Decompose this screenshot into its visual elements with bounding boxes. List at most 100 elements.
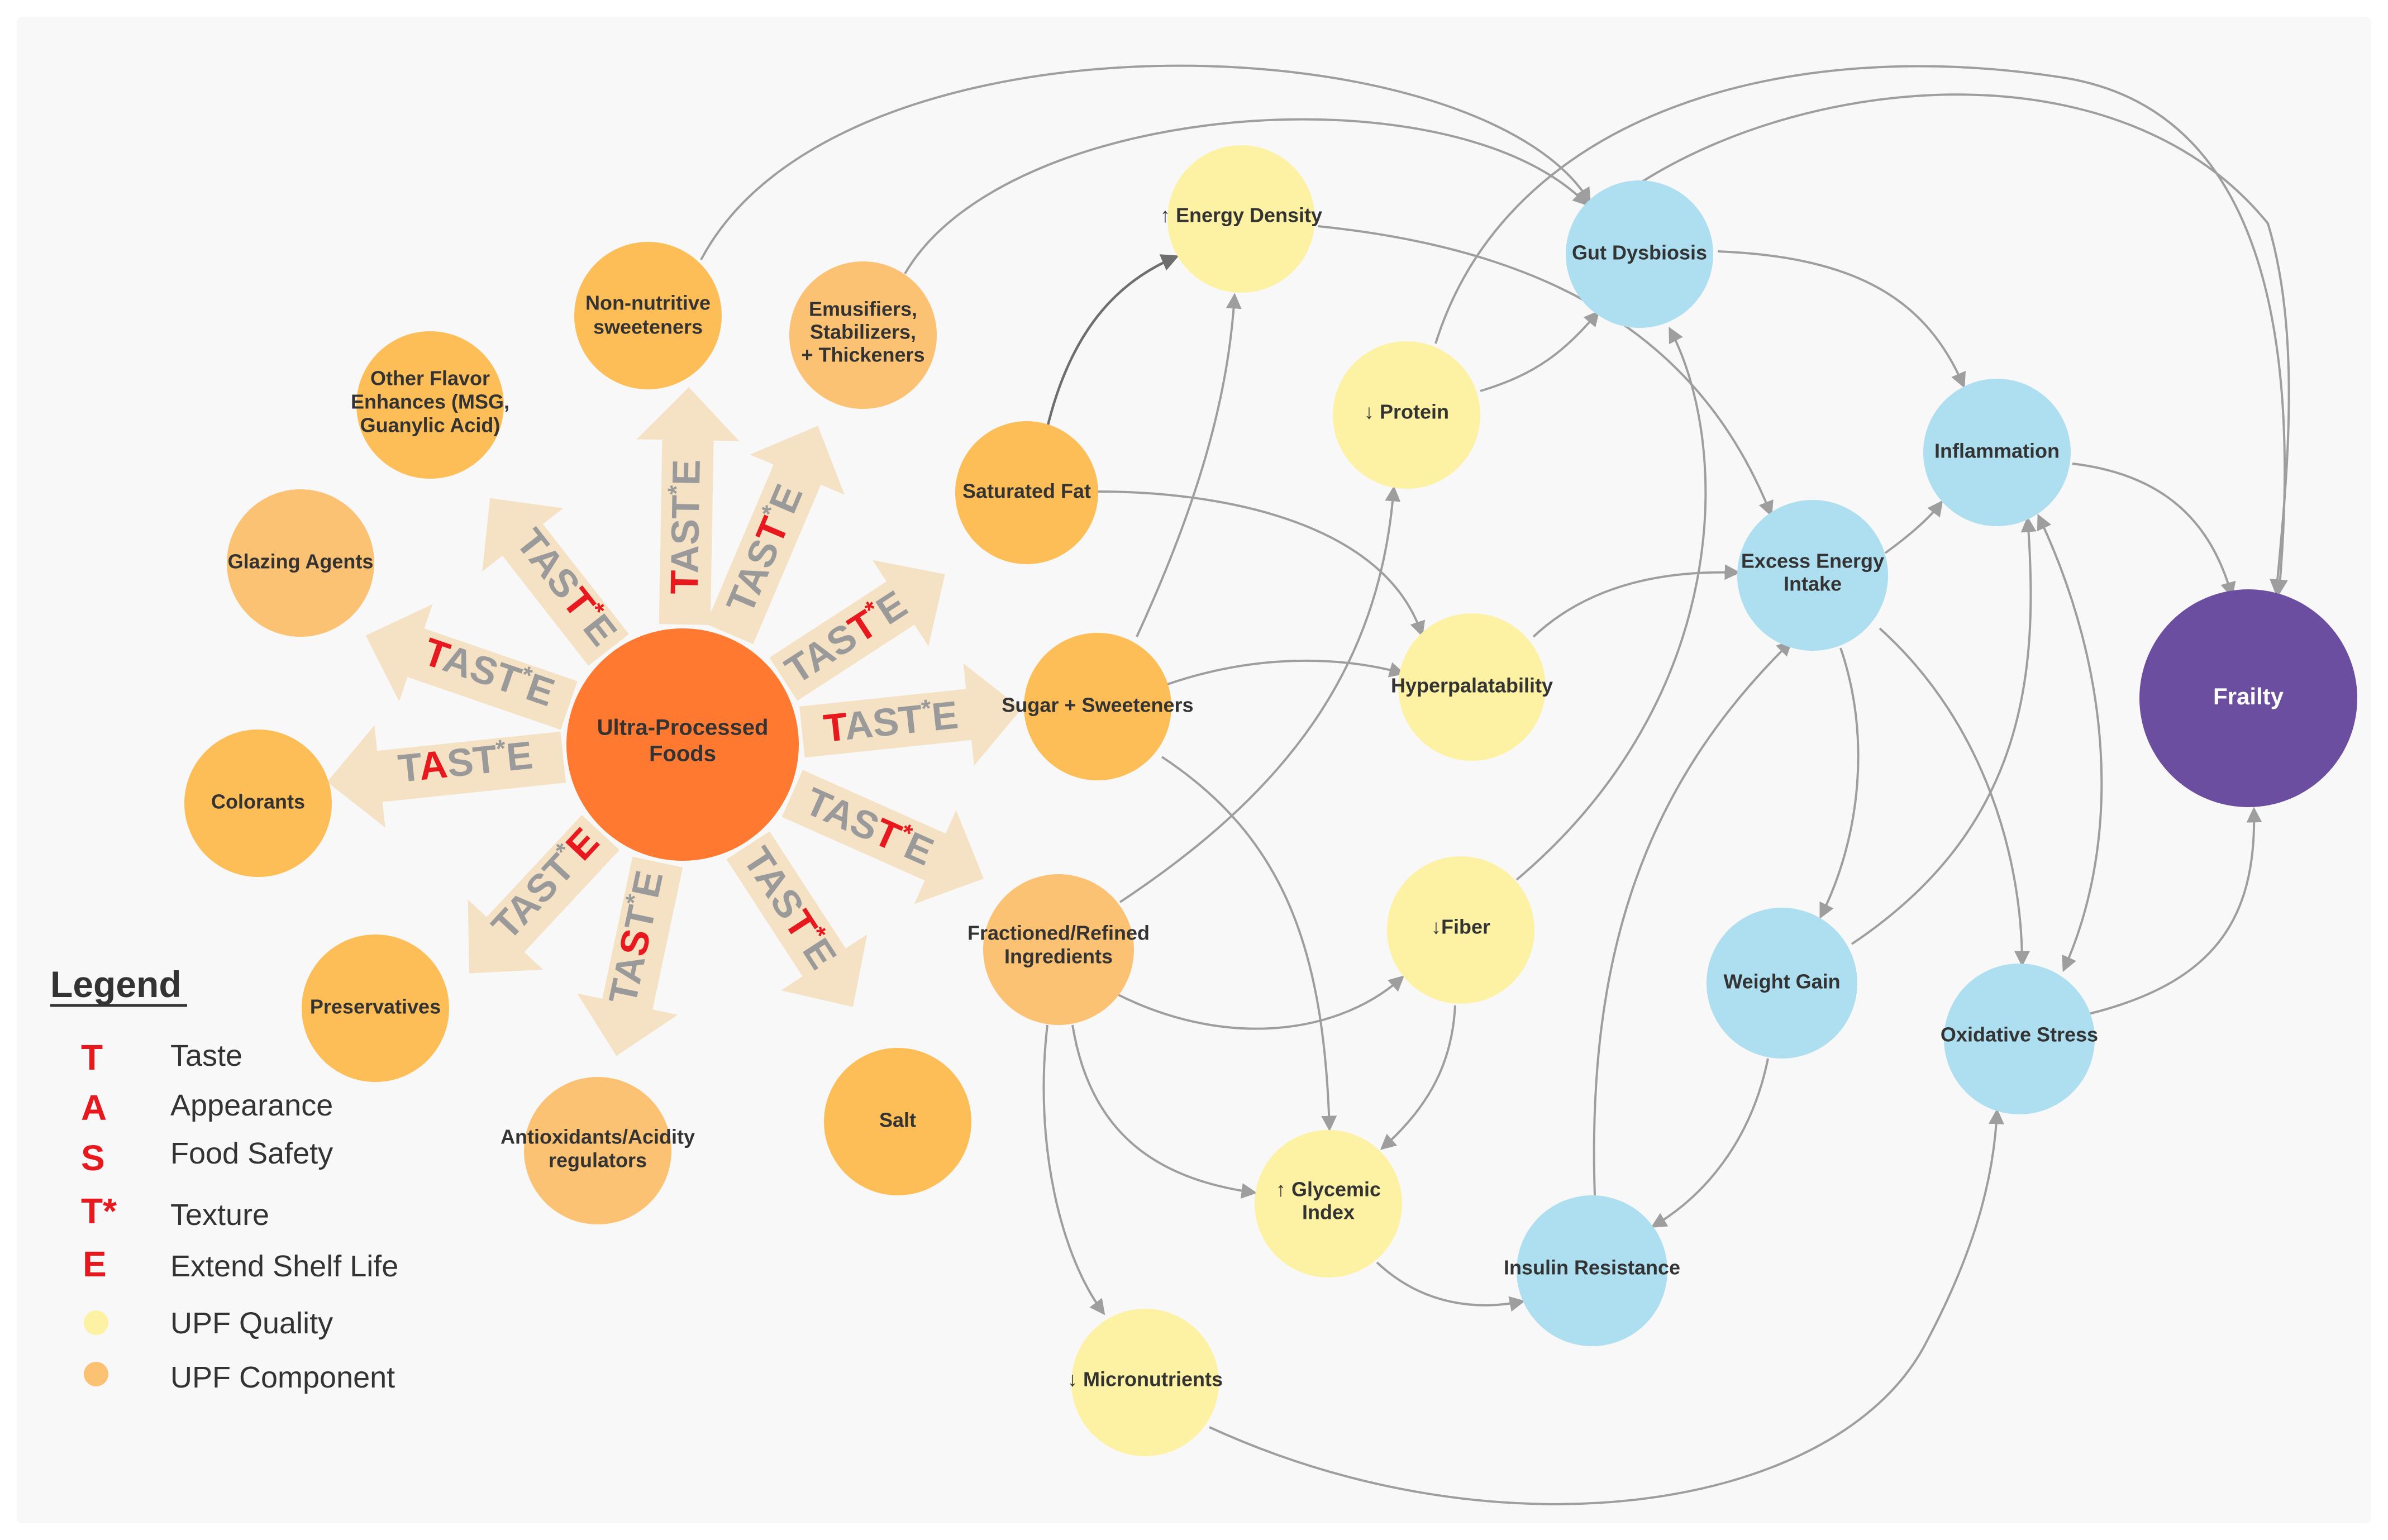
label-glycemic-1: ↑ Glycemic (1276, 1178, 1381, 1201)
legend-label-appearance: Appearance (170, 1089, 333, 1122)
label-inflammation: Inflammation (1934, 440, 2060, 463)
node-antioxidants[interactable]: Antioxidants/Acidity regulators (501, 1077, 695, 1224)
label-other-flavor-1: Other Flavor (370, 367, 490, 390)
node-insulin-resistance[interactable]: Insulin Resistance (1504, 1195, 1680, 1346)
node-micronutrients[interactable]: ↓ Micronutrients (1067, 1309, 1223, 1456)
taste-letter: * (494, 735, 507, 763)
label-colorants: Colorants (211, 790, 305, 813)
taste-letter: E (504, 733, 535, 779)
taste-letter: A (842, 702, 875, 748)
label-insulin: Insulin Resistance (1504, 1256, 1680, 1279)
taste-letter: T (664, 494, 708, 519)
label-preservatives: Preservatives (310, 995, 441, 1018)
node-glycemic-index[interactable]: ↑ Glycemic Index (1255, 1130, 1402, 1277)
legend-symbol-t: T (81, 1037, 103, 1077)
legend-symbol-t-star: T* (81, 1191, 117, 1231)
taste-label: TAST*E (418, 628, 560, 715)
label-other-flavor-2: Enhances (MSG, (351, 390, 509, 413)
label-glazing: Glazing Agents (228, 550, 374, 573)
taste-arrow-band (726, 831, 868, 1007)
edge-fract-fiber (1117, 975, 1405, 1030)
node-label-upf-1: Ultra-Processed (597, 716, 769, 740)
node-other-flavor[interactable]: Other Flavor Enhances (MSG, Guanylic Aci… (351, 331, 509, 479)
edges (700, 64, 2290, 1505)
node-salt[interactable]: Salt (824, 1048, 971, 1195)
taste-letter: S (664, 518, 708, 545)
legend-symbol-a: A (81, 1088, 107, 1128)
label-hyperpalatability: Hyperpalatability (1391, 674, 1553, 697)
taste-arrow: TAST*E (365, 604, 578, 730)
edge-weight-inflammation (1851, 516, 2037, 945)
node-fractioned-refined[interactable]: Fractioned/Refined Ingredients (967, 874, 1150, 1025)
node-preservatives[interactable]: Preservatives (302, 935, 449, 1082)
taste-arrow-band (636, 387, 740, 625)
node-weight-gain[interactable]: Weight Gain (1707, 908, 1857, 1059)
taste-letter: * (920, 694, 933, 723)
edge-fract-micro (1042, 1024, 1105, 1315)
label-salt: Salt (879, 1109, 916, 1132)
taste-arrow-band (577, 856, 683, 1056)
node-energy-density[interactable]: ↑ Energy Density (1160, 145, 1322, 293)
legend-label-component: UPF Component (170, 1361, 395, 1394)
node-saturated-fat[interactable]: Saturated Fat (955, 421, 1098, 564)
edge-hyper-excess (1532, 564, 1741, 638)
taste-arrow-band (327, 725, 566, 828)
taste-arrow: TAST*E (636, 387, 740, 625)
node-ultra-processed-foods[interactable]: Ultra-Processed Foods (566, 628, 799, 861)
label-emulsifiers-1: Emusifiers, (809, 298, 917, 321)
node-inflammation[interactable]: Inflammation (1923, 379, 2071, 526)
edge-weight-insulin (1651, 1058, 1769, 1228)
node-non-nutritive-sweeteners[interactable]: Non-nutritive sweeteners (574, 242, 722, 389)
taste-arrow: TAST*E (799, 663, 1022, 766)
label-other-flavor-3: Guanylic Acid) (360, 414, 501, 437)
taste-arrow: TAST*E (577, 856, 683, 1056)
taste-arrow-band (769, 560, 945, 701)
node-glazing-agents[interactable]: Glazing Agents (227, 489, 374, 637)
node-excess-energy-intake[interactable]: Excess Energy Intake (1737, 500, 1888, 651)
edge-inflammation-frailty (2072, 463, 2236, 598)
node-protein[interactable]: ↓ Protein (1333, 341, 1480, 489)
taste-letter: T (471, 737, 499, 783)
edge-insulin-excess (1593, 640, 1793, 1196)
taste-letter: E (665, 459, 709, 486)
legend-label-food-safety: Food Safety (170, 1137, 333, 1170)
label-weight-gain: Weight Gain (1723, 970, 1840, 993)
label-micronutrients: ↓ Micronutrients (1067, 1368, 1223, 1391)
taste-letter: A (663, 545, 707, 574)
legend-symbol-s: S (81, 1138, 105, 1178)
label-saturated-fat: Saturated Fat (962, 480, 1091, 503)
taste-arrow: TAST*E (781, 770, 984, 904)
taste-label: TAST*E (661, 459, 708, 595)
label-gut: Gut Dysbiosis (1572, 241, 1707, 264)
node-fiber[interactable]: ↓Fiber (1387, 856, 1534, 1004)
node-gut-dysbiosis[interactable]: Gut Dysbiosis (1566, 180, 1713, 328)
taste-label: TAST*E (599, 866, 671, 1008)
edge-fract-glycemic (1071, 1024, 1257, 1199)
taste-arrow-band (468, 814, 620, 974)
label-sugar: Sugar + Sweeteners (1002, 694, 1193, 717)
taste-label: TAST*E (821, 692, 960, 751)
legend-label-taste: Taste (170, 1039, 242, 1072)
taste-arrow-band (781, 770, 984, 904)
edge-micro-oxidative (1209, 1108, 2004, 1505)
node-hyperpalatability[interactable]: Hyperpalatability (1391, 613, 1553, 761)
node-colorants[interactable]: Colorants (184, 730, 332, 877)
label-non-nutritive-2: sweeteners (593, 316, 703, 338)
legend-title: Legend (50, 964, 182, 1005)
edge-satfat-energy (1046, 254, 1179, 428)
node-frailty[interactable]: Frailty (2139, 589, 2357, 807)
node-oxidative-stress[interactable]: Oxidative Stress (1941, 964, 2098, 1114)
taste-label: TAST*E (717, 478, 811, 619)
taste-arrow-band (706, 426, 845, 645)
node-emulsifiers[interactable]: Emusifiers, Stabilizers, + Thickeners (789, 261, 937, 409)
label-protein: ↓ Protein (1364, 401, 1449, 423)
taste-letter: A (417, 742, 449, 789)
legend-component-swatch (84, 1362, 108, 1386)
edge-gut-frailty (1641, 93, 2290, 595)
edge-excess-weight (1819, 647, 1860, 919)
taste-label: TAST*E (396, 732, 535, 791)
edge-oxidative-inflammation (2037, 513, 2103, 972)
node-sugar-sweeteners[interactable]: Sugar + Sweeteners (1002, 633, 1194, 780)
label-glycemic-2: Index (1302, 1201, 1355, 1224)
